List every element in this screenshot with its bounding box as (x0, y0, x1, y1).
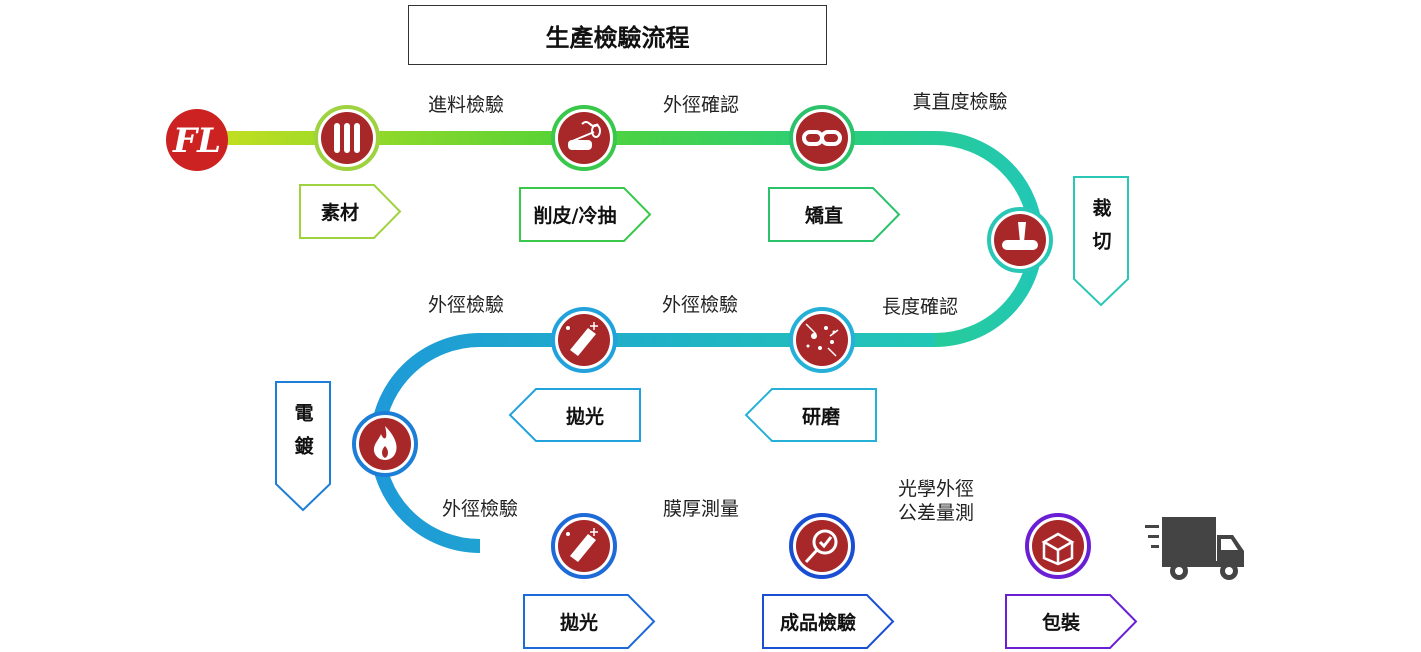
process-step-tag: 電鍍 (275, 381, 331, 512)
process-node-2 (551, 105, 617, 171)
process-node-7 (352, 411, 418, 477)
process-node-4 (987, 207, 1053, 273)
process-step-tag: 成品檢驗 (762, 594, 895, 649)
process-step-tag: 矯直 (768, 187, 901, 242)
inspection-label: 外徑檢驗 (441, 498, 518, 520)
process-step-label: 包裝 (1041, 612, 1080, 634)
peeling-drawing-icon (568, 121, 601, 150)
cutting-icon (1002, 222, 1038, 250)
plating-flame-icon (373, 426, 397, 460)
process-step-label: 矯直 (804, 205, 843, 227)
process-node-3 (789, 105, 855, 171)
polishing-icon (566, 528, 598, 562)
process-node-6 (551, 307, 617, 373)
process-step-tag: 削皮/冷抽 (519, 187, 652, 242)
process-step-tag: 包裝 (1005, 594, 1138, 649)
process-node-1 (314, 105, 380, 171)
inspection-label: 真直度檢驗 (912, 91, 1008, 113)
inspection-label: 外徑檢驗 (427, 294, 504, 316)
process-step-tag: 拋光 (508, 388, 641, 442)
process-node-5 (789, 307, 855, 373)
process-step-tag: 研磨 (744, 388, 877, 442)
process-node-8 (551, 513, 617, 579)
process-step-label: 素材 (320, 202, 359, 224)
inspection-label: 進料檢驗 (427, 94, 504, 116)
process-step-label: 電鍍 (291, 403, 314, 469)
polishing-icon (566, 322, 598, 356)
process-step-tag: 裁切 (1073, 176, 1129, 307)
process-step-label: 削皮/冷抽 (533, 205, 617, 227)
process-step-tag: 拋光 (523, 594, 656, 649)
grinding-icon (805, 323, 839, 357)
process-node-10 (1025, 513, 1091, 579)
straightening-icon (802, 130, 842, 146)
inspection-label: 長度確認 (881, 296, 958, 318)
delivery-truck-icon (1145, 517, 1244, 580)
company-logo: FL (166, 109, 228, 171)
inspection-label: 膜厚測量 (662, 498, 739, 520)
steel-rods-icon (334, 123, 360, 153)
process-step-label: 研磨 (801, 405, 840, 428)
inspection-label: 光學外徑公差量測 (897, 478, 974, 524)
package-box-icon (1041, 532, 1075, 566)
svg-text:FL: FL (172, 121, 221, 161)
process-node-9 (789, 513, 855, 579)
process-step-label: 裁切 (1089, 198, 1112, 264)
process-step-label: 拋光 (559, 612, 598, 634)
magnifier-check-icon (804, 529, 838, 564)
inspection-label: 外徑檢驗 (661, 294, 738, 316)
diagram-title: 生產檢驗流程 (408, 5, 827, 65)
process-step-label: 拋光 (565, 405, 604, 428)
inspection-label: 外徑確認 (662, 94, 739, 116)
process-step-label: 成品檢驗 (779, 612, 856, 634)
process-step-tag: 素材 (299, 184, 402, 239)
